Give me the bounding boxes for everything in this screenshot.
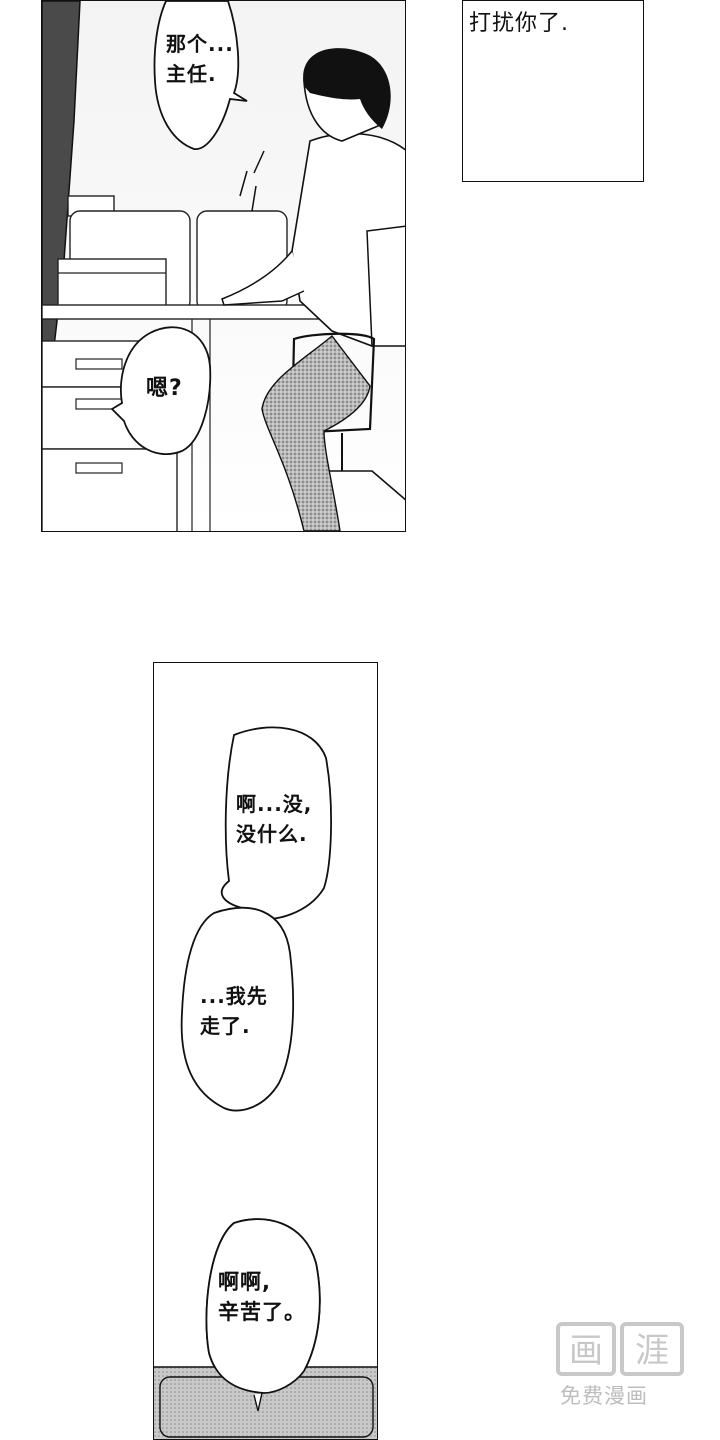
- bubble-text-top: 那个... 主任.: [166, 32, 234, 86]
- watermark-logo: 画 涯: [556, 1322, 684, 1376]
- bubble-text-2: ...我先 走了.: [200, 984, 268, 1038]
- bubble-text-middle: 嗯?: [146, 376, 183, 401]
- dialogue-bubbles: [154, 726, 377, 1439]
- speech-bubble-top: [153, 1, 248, 150]
- bubble-text-1: 啊...没, 没什么.: [236, 792, 313, 846]
- watermark: 画 涯 免费漫画: [556, 1318, 686, 1413]
- speech-bubble-middle: [110, 326, 212, 456]
- bubble-text-3: 啊啊, 辛苦了。: [218, 1270, 306, 1324]
- caption-text: 打扰你了.: [469, 11, 569, 36]
- panel-office-scene: 那个... 主任. 嗯?: [41, 0, 406, 532]
- watermark-tagline: 免费漫画: [560, 1384, 648, 1408]
- watermark-brand-char-1: 画: [569, 1331, 603, 1371]
- panel-caption: 打扰你了.: [462, 0, 644, 182]
- watermark-brand-char-2: 涯: [635, 1331, 669, 1371]
- panel-dialogue: 啊...没, 没什么. ...我先 走了. 啊啊, 辛苦了。: [153, 662, 378, 1440]
